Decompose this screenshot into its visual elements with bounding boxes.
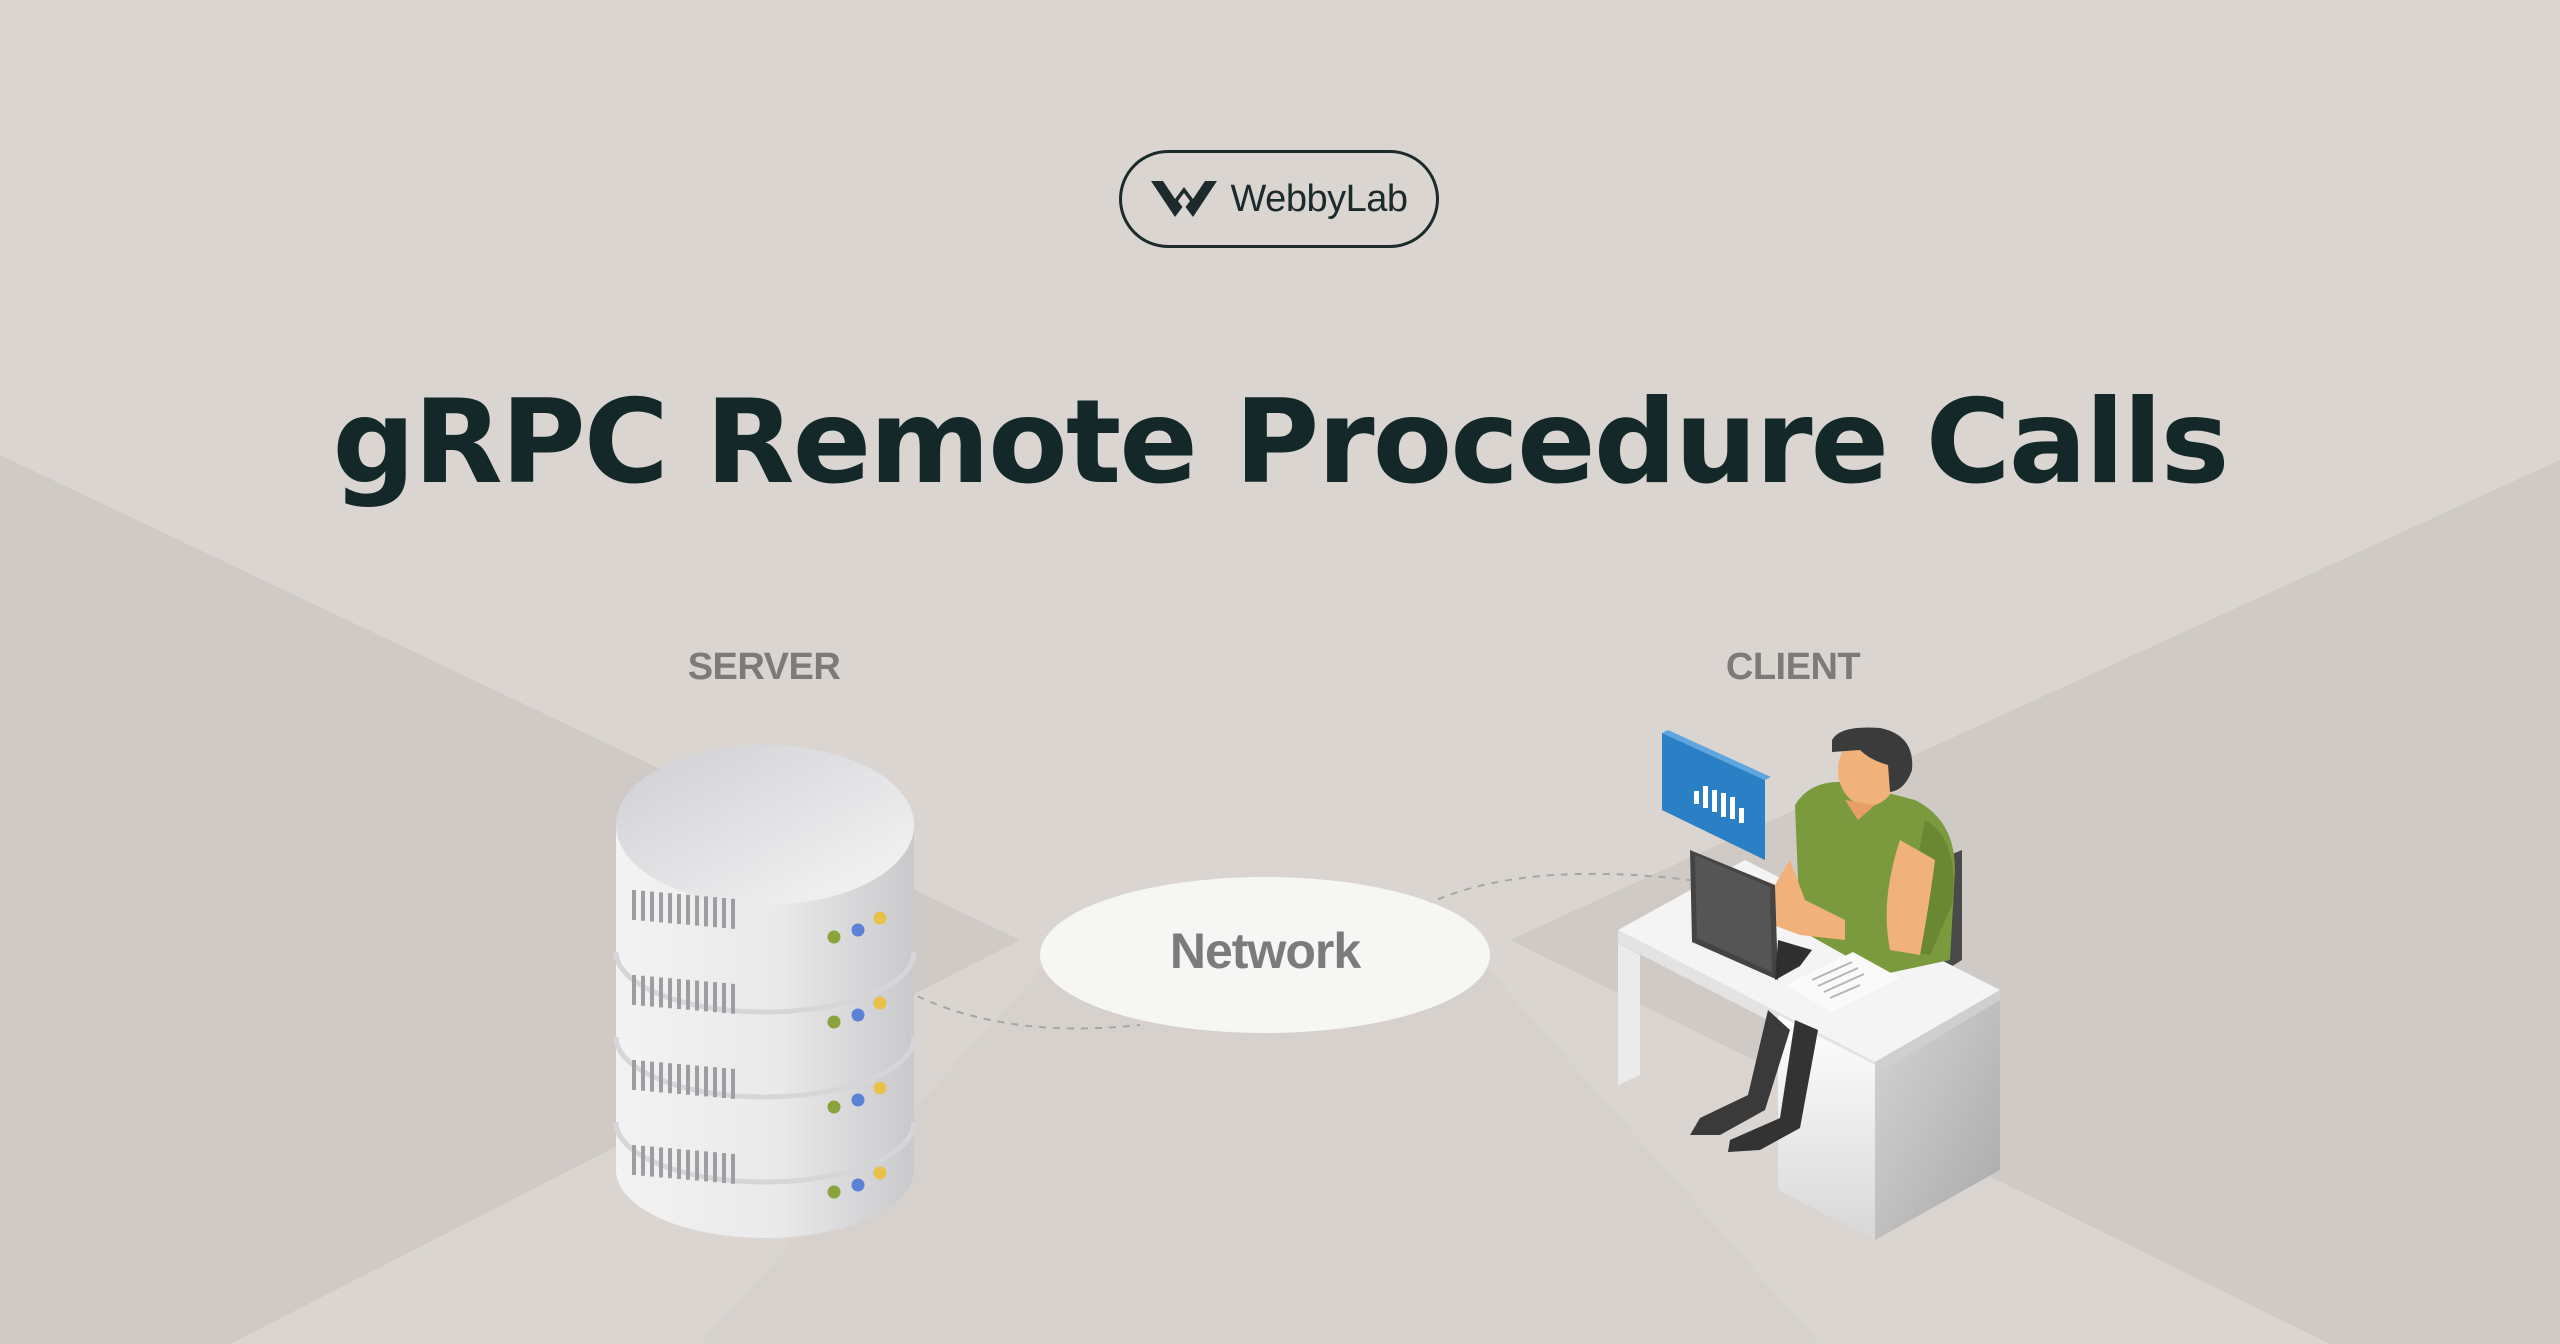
server-vent [695,895,699,926]
server-vent [641,1060,645,1091]
server-vent [659,892,663,923]
server-status-led [827,1185,841,1199]
server-vent [713,1067,717,1098]
server-status-led [827,1100,841,1114]
server-vent [722,1068,726,1098]
server-vent [632,1060,636,1090]
server-status-led [827,930,841,944]
server-database-icon [613,745,917,1238]
server-vent [632,975,636,1005]
server-vent [677,894,681,924]
server-vent [686,979,690,1010]
server-vent [632,890,636,920]
server-vent [704,1066,708,1097]
server-vent [722,983,726,1013]
server-vent [650,976,654,1007]
server-vent [731,983,735,1014]
server-status-led [873,1081,887,1095]
server-vent [695,1065,699,1096]
server-vent [731,898,735,929]
client-person-illustration [1618,727,2000,1240]
server-vent [641,1145,645,1176]
server-status-led [827,1015,841,1029]
webbylab-w-logo-icon [1150,181,1217,217]
server-status-led [873,1166,887,1180]
client-label: CLIENT [1725,646,1861,688]
server-status-led [873,911,887,925]
floating-chart-screen-icon [1662,730,1771,860]
server-vent [632,1145,636,1175]
server-vent [677,1064,681,1094]
server-vent [713,897,717,928]
server-vent [650,1146,654,1177]
server-vent [722,898,726,928]
server-vent [686,894,690,925]
server-vent [686,1149,690,1180]
server-vent [641,890,645,921]
server-vent [704,981,708,1012]
server-vent [668,1063,672,1094]
server-status-led [873,996,887,1010]
server-vent [731,1068,735,1099]
network-ellipse [1040,877,1490,1033]
server-vent [713,1152,717,1183]
server-vent [668,1148,672,1179]
server-vent [722,1153,726,1183]
server-status-led [851,1008,865,1022]
server-vent [704,1151,708,1182]
network-label: Network [1169,923,1361,979]
server-vent [641,975,645,1006]
page-title: gRPC Remote Procedure Calls [332,375,2229,510]
server-vent [677,979,681,1009]
server-vent [713,982,717,1013]
server-vent [695,980,699,1011]
server-vent [650,891,654,922]
webbylab-logo: WebbyLab [1119,150,1439,248]
server-vent [659,977,663,1008]
server-status-led [851,923,865,937]
server-vent [731,1153,735,1184]
server-vent [650,1061,654,1092]
server-label: SERVER [687,646,841,688]
brand-name: WebbyLab [1230,177,1408,220]
server-status-led [851,1178,865,1192]
server-vent [659,1147,663,1178]
network-client-connector [1424,872,1691,906]
server-vent [686,1064,690,1095]
server-vent [704,896,708,927]
server-vent [659,1062,663,1093]
server-vent [695,1150,699,1181]
server-vent [677,1149,681,1179]
server-vent [668,978,672,1009]
server-status-led [851,1093,865,1107]
server-vent [668,893,672,924]
